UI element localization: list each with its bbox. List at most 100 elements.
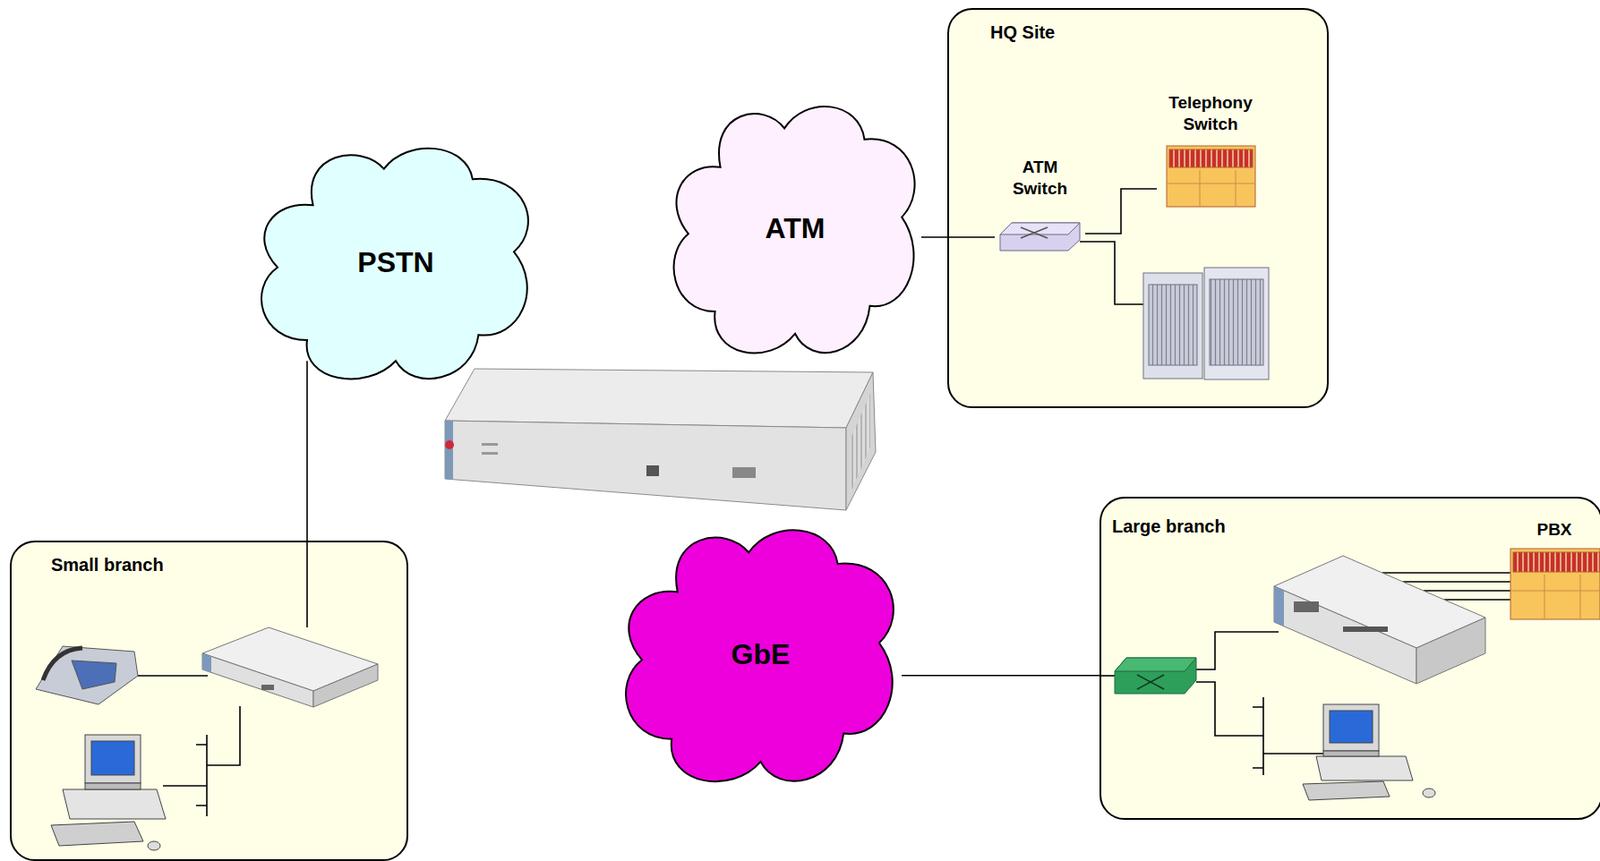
lan-switch-icon-part <box>1114 658 1197 694</box>
pbx-icon <box>1510 548 1600 620</box>
personal-computer-part <box>1323 751 1379 757</box>
pbx-icon-part <box>1510 574 1600 620</box>
central-device-part <box>444 368 873 428</box>
large-router-part <box>1293 601 1319 613</box>
personal-computer-part <box>62 789 166 820</box>
large-router-part <box>1274 586 1284 627</box>
device-label: PBX <box>1503 519 1600 541</box>
central-device-part <box>646 465 659 477</box>
site-background <box>10 8 1600 860</box>
large-router-part <box>1274 586 1417 685</box>
central-device-part <box>444 420 454 480</box>
telephony-switch-icon-part <box>1169 149 1253 168</box>
network-wire-part <box>1263 752 1327 755</box>
small-router-part <box>202 653 314 708</box>
network-label: GbE <box>731 638 791 672</box>
personal-computer-part <box>85 783 141 790</box>
telephony-switch: Telephony Switch <box>1156 92 1265 209</box>
network-wire-part <box>162 785 207 788</box>
device-label: Telephony Switch <box>1156 92 1265 136</box>
server-rack-part <box>1204 267 1269 380</box>
lan-switch-icon-part <box>1137 675 1164 690</box>
lan-switch-icon <box>1114 658 1197 694</box>
telephone-part <box>35 646 138 705</box>
central-device-part <box>850 393 871 493</box>
cloud-shape <box>674 106 916 353</box>
network-link <box>1085 188 1157 234</box>
network-wire-part <box>206 706 240 766</box>
central-device-part <box>732 467 756 479</box>
central-device <box>444 368 876 511</box>
server-rack <box>1143 267 1269 380</box>
personal-computer-part <box>51 821 144 847</box>
pbx-icon-part <box>1510 548 1600 620</box>
central-device-part <box>444 420 847 511</box>
server-rack-part <box>1148 284 1198 366</box>
device-label: ATM Switch <box>994 156 1086 200</box>
site-background-part <box>1100 497 1600 820</box>
network-wire-part <box>1099 675 1115 677</box>
site-heading: HQ Site <box>990 22 1055 43</box>
telephone-part <box>42 648 83 681</box>
personal-computer-part <box>85 735 141 784</box>
large-router-part <box>1416 617 1486 685</box>
network-label: PSTN <box>357 246 434 280</box>
personal-computer-part <box>1422 788 1436 798</box>
lan-switch-icon-part <box>1114 658 1197 672</box>
telephony-switch-icon-part <box>1166 145 1256 207</box>
server-rack-part <box>1209 279 1264 366</box>
server-rack-part <box>1143 273 1203 379</box>
network-wire-part <box>1079 241 1144 305</box>
pbx-icon-part <box>1513 552 1600 573</box>
network-link <box>921 236 995 239</box>
small-router-part <box>261 684 274 691</box>
network-wire-part <box>196 735 207 817</box>
network-wire-part <box>1196 682 1264 736</box>
personal-computer-part <box>1323 704 1379 752</box>
telephone <box>35 646 138 705</box>
central-device-part <box>481 452 498 455</box>
small-router-part <box>313 664 378 708</box>
large-router-part <box>1343 626 1388 633</box>
central-device-part <box>846 372 876 511</box>
personal-computer-part <box>1329 710 1373 744</box>
personal-computer-part <box>147 841 161 851</box>
network-wire-part <box>1252 697 1264 776</box>
network-wire-part <box>1196 632 1279 670</box>
personal-computer-part <box>1316 756 1413 781</box>
network-wire-part <box>137 675 208 677</box>
network-label: ATM <box>765 212 826 246</box>
atm-switch-icon-part <box>1000 222 1080 235</box>
network-link <box>306 360 309 541</box>
atm-switch-icon-part <box>1000 222 1080 251</box>
central-device-part <box>481 443 498 446</box>
atm-switch: ATM Switch <box>994 156 1086 252</box>
personal-computer-part <box>1302 781 1390 801</box>
site-box: HQ SiteTelephony SwitchATM Switch <box>947 8 1329 409</box>
personal-computer-part <box>91 741 135 776</box>
telephony-switch-icon-part <box>1166 170 1256 207</box>
site-background-part <box>10 541 408 860</box>
network-link <box>901 675 1100 677</box>
pbx: PBX <box>1503 519 1600 620</box>
network-cloud: ATM <box>661 89 929 368</box>
network-cloud: PSTN <box>248 132 544 393</box>
atm-switch-icon-part <box>1020 227 1048 239</box>
small-router-part <box>202 653 212 674</box>
large-router <box>1274 556 1486 685</box>
site-heading: Large branch <box>1112 516 1226 538</box>
telephone-part <box>71 660 117 690</box>
branch-box: Small branch <box>9 540 409 861</box>
network-wire-part <box>306 540 309 628</box>
branch-box: Large branch PBX <box>1099 496 1600 821</box>
site-background-part <box>948 8 1328 408</box>
central-device-part <box>444 440 454 450</box>
telephony-switch-icon <box>1166 145 1256 207</box>
site-heading: Small branch <box>51 555 164 576</box>
cloud-shape <box>625 530 894 782</box>
atm-switch-icon <box>1000 222 1080 251</box>
network-cloud: GbE <box>612 513 909 796</box>
cloud-shape <box>261 148 529 380</box>
small-router <box>202 627 378 708</box>
